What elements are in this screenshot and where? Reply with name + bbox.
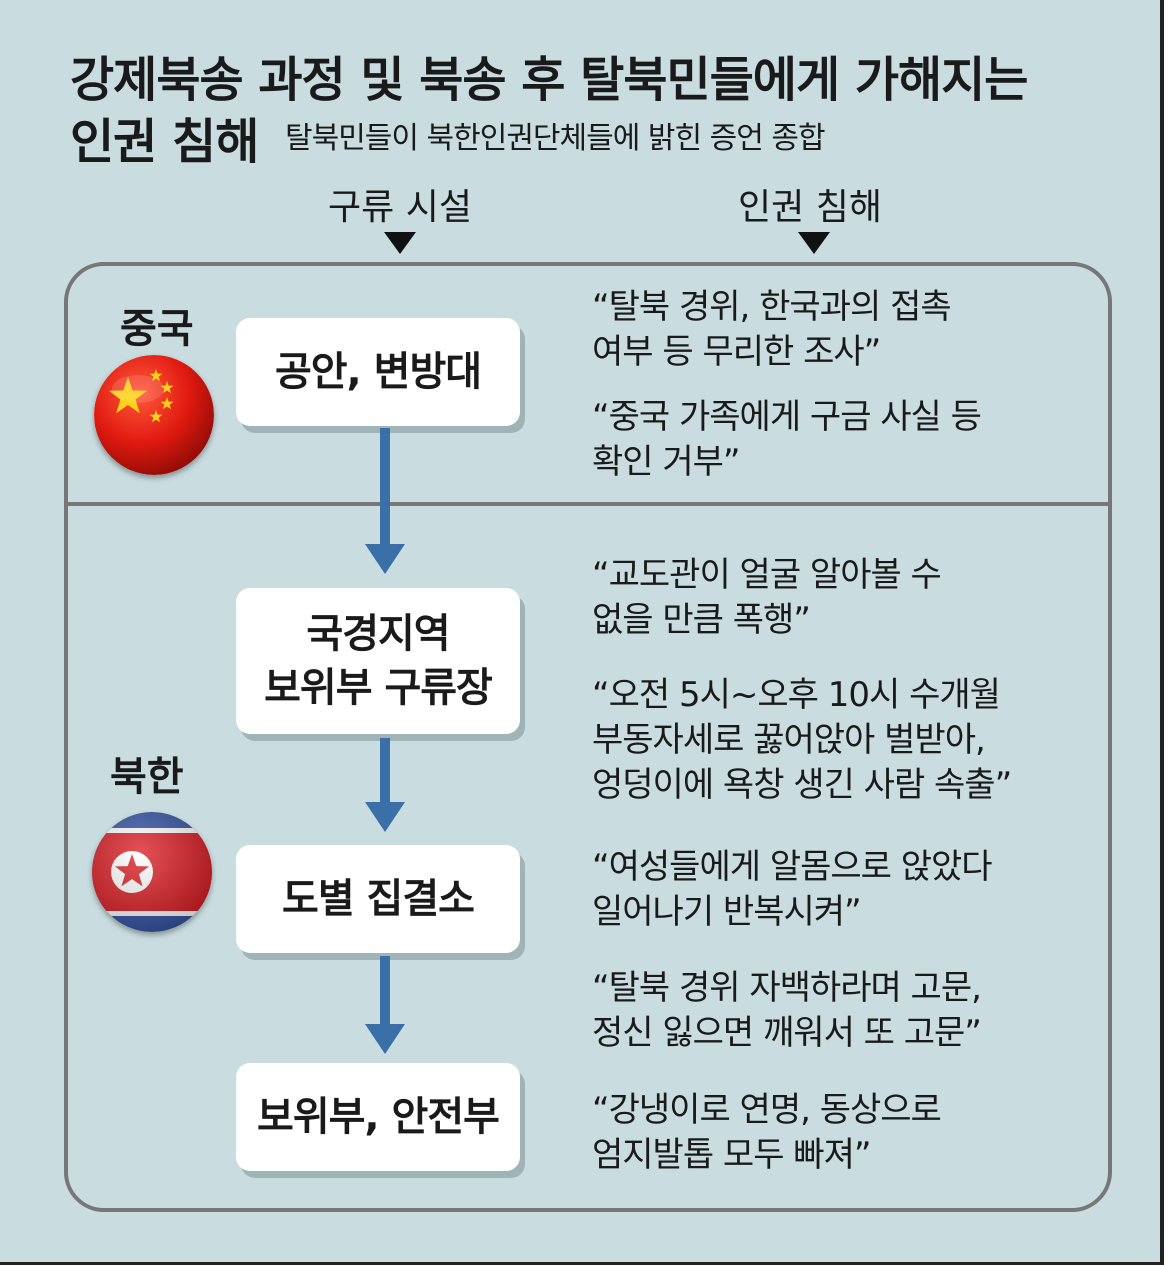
china-flag-icon	[94, 355, 214, 475]
region-label-china: 중국	[120, 306, 194, 352]
testimony-quote: “탈북 경위, 한국과의 접촉 여부 등 무리한 조사”	[592, 285, 952, 375]
image-edge	[1160, 0, 1164, 1262]
image-edge	[0, 1262, 1164, 1265]
title-line-1: 강제북송 과정 및 북송 후 탈북민들에게 가해지는	[70, 52, 1028, 108]
quote-line: 확인 거부”	[592, 442, 741, 482]
quote-line: “강냉이로 연명, 동상으로	[592, 1090, 942, 1130]
testimony-quote: “여성들에게 알몸으로 앉았다 일어나기 반복시켜”	[592, 845, 993, 935]
facility-box-security-agencies: 보위부, 안전부	[236, 1063, 520, 1171]
facility-text: 공안, 변방대	[274, 349, 482, 395]
facility-box-public-security: 공안, 변방대	[236, 318, 520, 426]
quote-line: “오전 5시~오후 10시 수개월	[592, 675, 1001, 715]
region-divider	[66, 502, 1110, 506]
facility-text: 도별 집결소	[282, 876, 475, 922]
column-header-abuse: 인권 침해	[738, 187, 882, 228]
flow-arrow-shaft	[380, 956, 390, 1024]
quote-line: “교도관이 얼굴 알아볼 수	[592, 555, 942, 595]
testimony-quote: “오전 5시~오후 10시 수개월 부동자세로 꿇어앉아 벌받아, 엉덩이에 욕…	[592, 673, 1012, 808]
quote-line: 없을 만큼 폭행”	[592, 600, 811, 640]
title-line-2: 인권 침해	[70, 114, 259, 170]
quote-line: “중국 가족에게 구금 사실 등	[592, 397, 982, 437]
facility-box-border-detention: 국경지역 보위부 구류장	[236, 588, 520, 734]
arrow-down-icon	[365, 1024, 405, 1054]
arrow-down-icon	[365, 802, 405, 832]
triangle-down-icon	[798, 232, 830, 254]
testimony-quote: “교도관이 얼굴 알아볼 수 없을 만큼 폭행”	[592, 553, 942, 643]
region-label-north-korea: 북한	[110, 754, 184, 800]
subtitle: 탈북민들이 북한인권단체들에 밝힌 증언 종합	[285, 121, 826, 156]
testimony-quote: “탈북 경위 자백하라며 고문, 정신 잃으면 깨워서 또 고문”	[592, 966, 982, 1056]
north-korea-flag-icon	[92, 812, 212, 932]
quote-line: “여성들에게 알몸으로 앉았다	[592, 847, 993, 887]
facility-text: 보위부, 안전부	[257, 1094, 500, 1140]
testimony-quote: “강냉이로 연명, 동상으로 엄지발톱 모두 빠져”	[592, 1088, 942, 1178]
facility-text: 보위부 구류장	[264, 665, 493, 711]
testimony-quote: “중국 가족에게 구금 사실 등 확인 거부”	[592, 395, 982, 485]
flow-arrow-shaft	[380, 738, 390, 802]
quote-line: 정신 잃으면 깨워서 또 고문”	[592, 1013, 982, 1053]
column-header-facility: 구류 시설	[328, 187, 472, 228]
triangle-down-icon	[384, 232, 416, 254]
quote-line: 부동자세로 꿇어앉아 벌받아,	[592, 720, 986, 760]
quote-line: “탈북 경위 자백하라며 고문,	[592, 968, 982, 1008]
flow-arrow-shaft	[380, 428, 390, 544]
content-frame	[64, 262, 1112, 1212]
quote-line: 엄지발톱 모두 빠져”	[592, 1135, 871, 1175]
facility-text: 국경지역	[306, 611, 450, 657]
quote-line: 엉덩이에 욕창 생긴 사람 속출”	[592, 765, 1012, 805]
quote-line: 여부 등 무리한 조사”	[592, 332, 881, 372]
quote-line: “탈북 경위, 한국과의 접촉	[592, 287, 952, 327]
arrow-down-icon	[365, 544, 405, 574]
quote-line: 일어나기 반복시켜”	[592, 892, 862, 932]
facility-box-provincial-camp: 도별 집결소	[236, 845, 520, 953]
